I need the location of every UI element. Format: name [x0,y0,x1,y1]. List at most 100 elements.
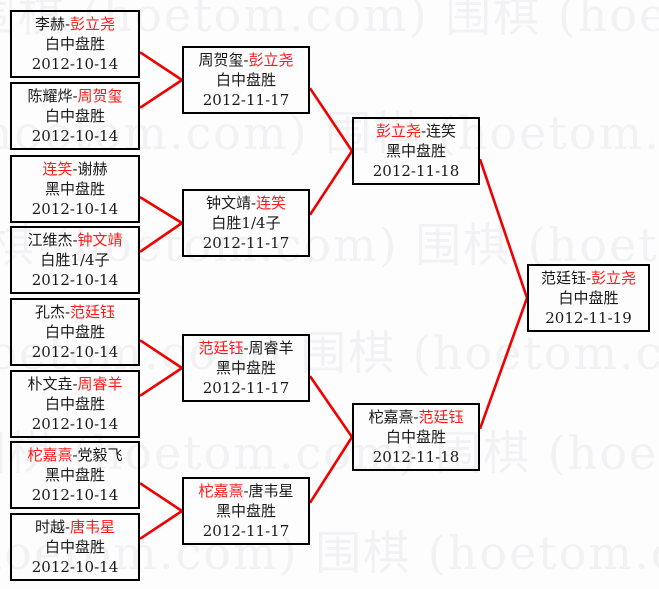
player-winner: 柁嘉熹 [198,482,244,500]
match-date: 2012-10-14 [31,343,119,361]
match-players: 周贺玺-彭立尧 [198,50,293,70]
match-date: 2012-11-17 [202,522,290,540]
player-winner: 彭立尧 [70,15,116,33]
match-date: 2012-10-14 [31,271,119,289]
connector-line [308,436,354,504]
match-box[interactable]: 钟文靖-连笑白胜1/4子 2012-11-17 [182,189,310,257]
match-box[interactable]: 李赫-彭立尧白中盘胜 2012-10-14 [10,10,140,78]
match-result: 白中盘胜 [385,428,446,446]
match-result: 黑中盘胜 [44,180,105,198]
match-date: 2012-10-14 [31,127,119,145]
player-separator: - [72,160,78,178]
match-date: 2012-11-19 [545,309,632,327]
match-players: 柁嘉熹-唐韦星 [198,481,293,501]
player-loser: 柁嘉熹 [368,408,414,426]
connector-line [139,366,183,397]
player-winner: 唐韦星 [70,518,116,536]
match-box[interactable]: 连笑-谢赫黑中盘胜 2012-10-14 [10,155,140,223]
player-loser: 周贺玺 [198,51,244,69]
match-date: 2012-11-17 [202,91,290,109]
match-players: 范廷钰-周睿羊 [198,338,293,358]
player-winner: 柁嘉熹 [27,446,73,464]
player-separator: - [243,339,249,357]
player-separator: - [585,269,592,287]
connector-line [139,196,183,225]
connector-line [139,78,183,109]
player-loser: 江维杰 [27,231,73,249]
player-separator: - [420,122,427,140]
match-players: 连笑-谢赫 [42,159,107,179]
match-date: 2012-11-17 [202,234,290,252]
player-separator: - [72,446,78,464]
player-separator: - [413,408,419,426]
player-loser: 周睿羊 [248,339,294,357]
match-players: 朴文垚-周睿羊 [27,374,122,394]
player-loser: 李赫 [34,15,65,33]
player-loser: 时越 [34,518,65,536]
match-box[interactable]: 柁嘉熹-党毅飞黑中盘胜 2012-10-14 [10,441,140,509]
connector-line [139,339,183,370]
connector-line [308,375,354,438]
match-result: 白中盘胜 [44,538,105,556]
match-result: 白中盘胜 [44,395,105,413]
player-winner: 范廷钰 [198,339,244,357]
player-winner: 彭立尧 [375,122,421,140]
player-winner: 钟文靖 [77,231,123,249]
match-players: 范廷钰-彭立尧 [541,268,636,288]
match-players: 柁嘉熹-范廷钰 [368,407,463,427]
player-separator: - [243,482,249,500]
player-loser: 连笑 [426,122,457,140]
match-result: 白胜1/4子 [211,214,281,232]
match-date: 2012-10-14 [31,55,119,73]
match-players: 江维杰-钟文靖 [27,230,122,250]
match-date: 2012-10-14 [31,415,119,433]
player-winner: 连笑 [256,194,287,212]
player-separator: - [72,87,78,105]
player-winner: 彭立尧 [591,269,637,287]
match-players: 李赫-彭立尧 [35,14,115,34]
match-box[interactable]: 孔杰-范廷钰白中盘胜 2012-10-14 [10,298,140,366]
player-loser: 孔杰 [34,303,65,321]
connector-line [139,51,183,82]
player-winner: 彭立尧 [248,51,294,69]
player-winner: 范廷钰 [418,408,464,426]
match-result: 白中盘胜 [44,35,105,53]
player-winner: 范廷钰 [70,303,116,321]
player-winner: 周睿羊 [77,375,123,393]
player-loser: 党毅飞 [77,446,123,464]
player-winner: 连笑 [42,160,73,178]
match-result: 黑中盘胜 [44,466,105,484]
match-result: 白中盘胜 [44,323,105,341]
match-date: 2012-10-14 [31,200,119,218]
match-result: 白胜1/4子 [40,251,110,269]
player-loser: 唐韦星 [248,482,294,500]
match-date: 2012-10-14 [31,486,119,504]
match-box[interactable]: 陈耀烨-周贺玺白中盘胜 2012-10-14 [10,82,140,150]
match-box[interactable]: 朴文垚-周睿羊白中盘胜 2012-10-14 [10,370,140,438]
connector-line [478,297,529,430]
player-winner: 周贺玺 [77,87,123,105]
player-separator: - [250,194,257,212]
match-date: 2012-11-17 [202,379,290,397]
match-date: 2012-10-14 [31,558,119,576]
match-players: 时越-唐韦星 [35,517,115,537]
connector-line [139,221,183,253]
match-players: 钟文靖-连笑 [206,193,286,213]
player-separator: - [64,518,71,536]
match-date: 2012-11-18 [372,162,460,180]
match-result: 黑中盘胜 [215,359,276,377]
player-separator: - [64,303,71,321]
connector-line [478,158,529,299]
player-separator: - [72,231,78,249]
match-result: 白中盘胜 [44,107,105,125]
match-players: 陈耀烨-周贺玺 [27,86,122,106]
